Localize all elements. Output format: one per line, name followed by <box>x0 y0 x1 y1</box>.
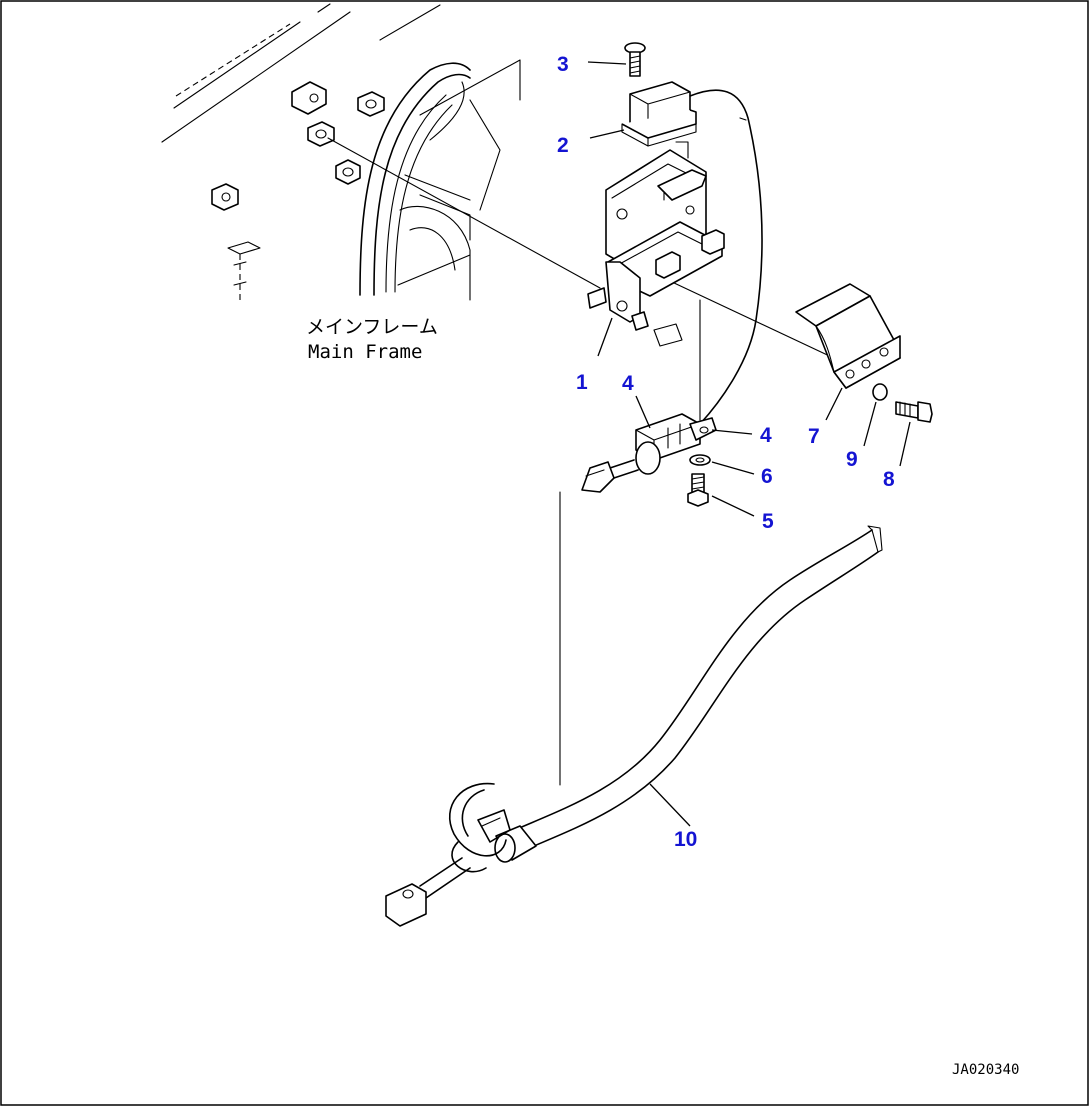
callout-3[interactable]: 3 <box>557 53 569 76</box>
part-10-cable <box>385 525 883 927</box>
callout-9[interactable]: 9 <box>846 448 858 471</box>
part-3-screw <box>624 42 646 77</box>
part-7-cover <box>795 283 901 389</box>
part-8-bolt <box>895 401 933 423</box>
callout-8[interactable]: 8 <box>883 468 895 491</box>
callout-4-upper[interactable]: 4 <box>622 372 634 395</box>
frame-label-english: Main Frame <box>308 341 422 363</box>
callout-10[interactable]: 10 <box>674 828 697 851</box>
callout-2[interactable]: 2 <box>557 134 569 157</box>
part-2-switch-box <box>621 81 763 425</box>
washer-hole <box>695 457 705 463</box>
assembly-line <box>327 137 601 289</box>
callout-4-lower[interactable]: 4 <box>760 424 772 447</box>
leader-lines <box>587 61 911 827</box>
part-5-bolt <box>687 473 709 507</box>
callout-1[interactable]: 1 <box>576 371 588 394</box>
frame-label-japanese: メインフレーム <box>306 316 438 338</box>
callout-5[interactable]: 5 <box>762 510 774 533</box>
callout-6[interactable]: 6 <box>761 465 773 488</box>
assembly-line <box>671 281 839 361</box>
part-9-washer <box>872 383 888 401</box>
part-6-washer <box>689 454 711 466</box>
callout-7[interactable]: 7 <box>808 425 820 448</box>
drawing-code: JA020340 <box>952 1062 1019 1078</box>
main-frame-structure <box>161 3 521 301</box>
part-1-bracket <box>587 141 725 347</box>
